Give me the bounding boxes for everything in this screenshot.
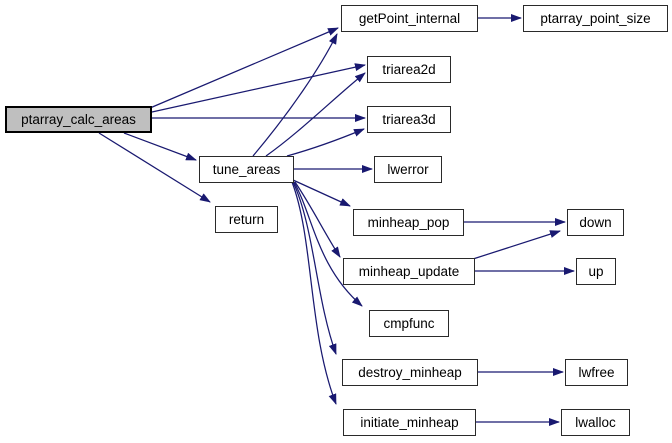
node-return[interactable]: return [215,206,278,233]
node-triarea3d[interactable]: triarea3d [367,106,451,133]
edge-ptarray_calc_areas-to-return [98,132,211,203]
edge-tune_areas-to-triarea2d [265,72,366,157]
node-minheap-update[interactable]: minheap_update [343,258,475,285]
node-ptarray-calc-areas[interactable]: ptarray_calc_areas [5,106,152,133]
edge-tune_areas-to-getPoint_internal [252,33,338,157]
node-minheap-pop[interactable]: minheap_pop [353,209,464,236]
node-ptarray-point-size[interactable]: ptarray_point_size [523,5,668,32]
edge-tune_areas-to-triarea3d [286,128,365,157]
node-getpoint-internal[interactable]: getPoint_internal [341,5,478,32]
node-tune-areas[interactable]: tune_areas [199,156,294,183]
node-lwfree[interactable]: lwfree [565,359,628,386]
edge-minheap_update-to-down [472,230,561,260]
node-lwerror[interactable]: lwerror [374,156,442,183]
edge-ptarray_calc_areas-to-tune_areas [123,132,197,161]
edge-tune_areas-to-minheap_update [294,181,341,258]
node-triarea2d[interactable]: triarea2d [367,56,451,83]
node-cmpfunc[interactable]: cmpfunc [369,310,449,337]
edge-tune_areas-to-cmpfunc [293,181,363,307]
edge-ptarray_calc_areas-to-triarea2d [151,63,366,113]
node-lwalloc[interactable]: lwalloc [561,409,630,436]
node-up[interactable]: up [576,258,616,285]
node-destroy-minheap[interactable]: destroy_minheap [342,359,478,386]
node-initiate-minheap[interactable]: initiate_minheap [343,409,476,436]
edge-ptarray_calc_areas-to-getPoint_internal [149,27,339,109]
edge-tune_areas-to-minheap_pop [292,179,351,207]
node-down[interactable]: down [567,209,624,236]
edge-tune_areas-to-destroy_minheap [292,181,337,355]
edge-tune_areas-to-initiate_minheap [291,181,337,405]
